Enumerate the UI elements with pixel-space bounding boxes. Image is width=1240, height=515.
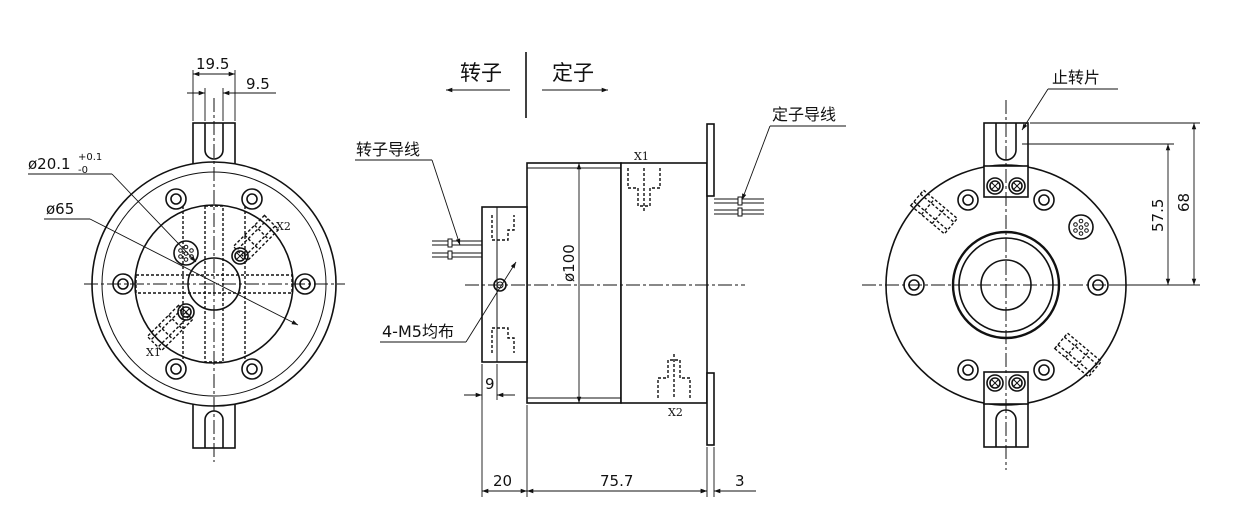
dim-9-5: 9.5	[246, 75, 270, 93]
left-end-view: X2 X1 19.5 9.5 ø20.1 +0.1 -0 ø65	[28, 55, 345, 462]
dim-shaft-tol-lower: -0	[78, 165, 88, 176]
dim-diameter-100: ø100	[560, 244, 578, 282]
dim-body-diameter-65: ø65	[46, 200, 74, 218]
left-x2-label: X2	[276, 220, 291, 233]
dim-75-7: 75.7	[600, 472, 633, 490]
dim-20: 20	[493, 472, 512, 490]
dim-shaft-tol-upper: +0.1	[78, 152, 102, 163]
rotor-wire-label: 转子导线	[356, 140, 420, 159]
stator-housing	[620, 162, 708, 404]
left-x1-label: X1	[146, 346, 161, 359]
side-x2-label: X2	[668, 406, 683, 419]
stator-flange-bottom	[706, 372, 715, 446]
dim-57-5: 57.5	[1149, 199, 1167, 232]
stator-label: 定子	[552, 61, 594, 85]
rotor-housing	[526, 162, 622, 404]
side-x1-label: X1	[634, 150, 649, 163]
mounting-holes-label: 4-M5均布	[382, 322, 454, 341]
stator-wire-label: 定子导线	[772, 105, 836, 124]
dim-3: 3	[735, 472, 745, 490]
rotor-label: 转子	[460, 61, 502, 85]
stator-wires	[714, 196, 764, 217]
dim-68: 68	[1175, 193, 1193, 212]
side-view: 转子 定子 X1 X2	[355, 52, 846, 497]
right-end-view: 止转片 57.5 68	[862, 68, 1200, 470]
x1-port	[627, 168, 661, 212]
dim-9: 9	[485, 375, 495, 393]
rotor-wires	[432, 238, 482, 260]
dim-shaft-diameter: ø20.1	[28, 155, 71, 173]
x2-port	[657, 354, 691, 398]
stator-flange-top	[706, 123, 715, 197]
dim-19-5: 19.5	[196, 55, 229, 73]
stop-tab-label: 止转片	[1052, 68, 1100, 87]
